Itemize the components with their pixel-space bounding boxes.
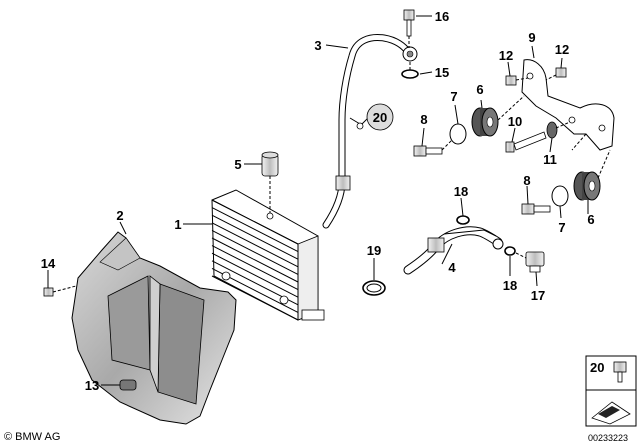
cover-panel bbox=[71, 231, 237, 425]
callout-9: 9 bbox=[528, 30, 535, 45]
legend-box: 20 bbox=[585, 355, 637, 427]
callout-17: 17 bbox=[531, 288, 545, 303]
clip-13 bbox=[119, 379, 137, 391]
grommet-5 bbox=[261, 151, 279, 220]
rubber-bush-6-upper bbox=[471, 95, 525, 137]
oil-line-4 bbox=[403, 226, 504, 275]
callout-11: 11 bbox=[543, 152, 557, 167]
rubber-bush-6-lower bbox=[573, 149, 611, 201]
callout-18-upper: 18 bbox=[454, 184, 468, 199]
screw-plug-17 bbox=[515, 251, 545, 273]
callout-8-lower: 8 bbox=[523, 173, 530, 188]
oil-line-3 bbox=[322, 34, 418, 229]
callout-7-lower: 7 bbox=[558, 220, 565, 235]
screw-12-left bbox=[505, 75, 529, 86]
callout-19: 19 bbox=[367, 243, 381, 258]
bracket-9 bbox=[521, 59, 615, 151]
callout-12-right: 12 bbox=[555, 42, 569, 57]
pin-10 bbox=[505, 131, 547, 153]
callout-4: 4 bbox=[448, 260, 456, 275]
seal-ring-15 bbox=[401, 62, 419, 79]
legend-20: 20 bbox=[590, 360, 604, 375]
callout-20: 20 bbox=[373, 110, 387, 125]
document-number: 00233223 bbox=[588, 433, 629, 443]
hose-clamp-19 bbox=[362, 280, 386, 296]
callout-6-lower: 6 bbox=[587, 212, 594, 227]
callout-18-lower: 18 bbox=[503, 278, 517, 293]
callout-13: 13 bbox=[85, 378, 99, 393]
screw-14 bbox=[43, 285, 77, 297]
bolt-8-upper bbox=[413, 139, 453, 157]
seal-ring-18-lower bbox=[504, 246, 516, 256]
callout-labels: 1 2 3 4 5 6 6 7 7 8 8 9 10 11 12 12 13 1… bbox=[41, 9, 595, 393]
leader-lines bbox=[47, 15, 589, 386]
callout-1: 1 bbox=[174, 217, 181, 232]
callout-12-left: 12 bbox=[499, 48, 513, 63]
callout-2: 2 bbox=[116, 208, 123, 223]
callout-10: 10 bbox=[508, 114, 522, 129]
bolt-8-lower bbox=[521, 203, 551, 215]
bush-11 bbox=[546, 121, 571, 139]
callout-5: 5 bbox=[234, 157, 241, 172]
callout-7-upper: 7 bbox=[450, 89, 457, 104]
washer-7-lower bbox=[551, 185, 569, 207]
seal-ring-18-upper bbox=[456, 215, 470, 225]
callout-3: 3 bbox=[314, 38, 321, 53]
copyright-text: © BMW AG bbox=[4, 431, 61, 443]
oil-cooler bbox=[211, 189, 325, 321]
banjo-bolt-16 bbox=[403, 9, 415, 48]
callout-16: 16 bbox=[435, 9, 449, 24]
washer-7-upper bbox=[449, 123, 467, 145]
callout-8-upper: 8 bbox=[420, 112, 427, 127]
screw-20-icon bbox=[613, 361, 627, 373]
callout-15: 15 bbox=[435, 65, 449, 80]
callout-6-upper: 6 bbox=[476, 82, 483, 97]
callout-14: 14 bbox=[41, 256, 56, 271]
screw-12-right bbox=[545, 67, 567, 81]
callout-20-circle bbox=[366, 103, 394, 131]
